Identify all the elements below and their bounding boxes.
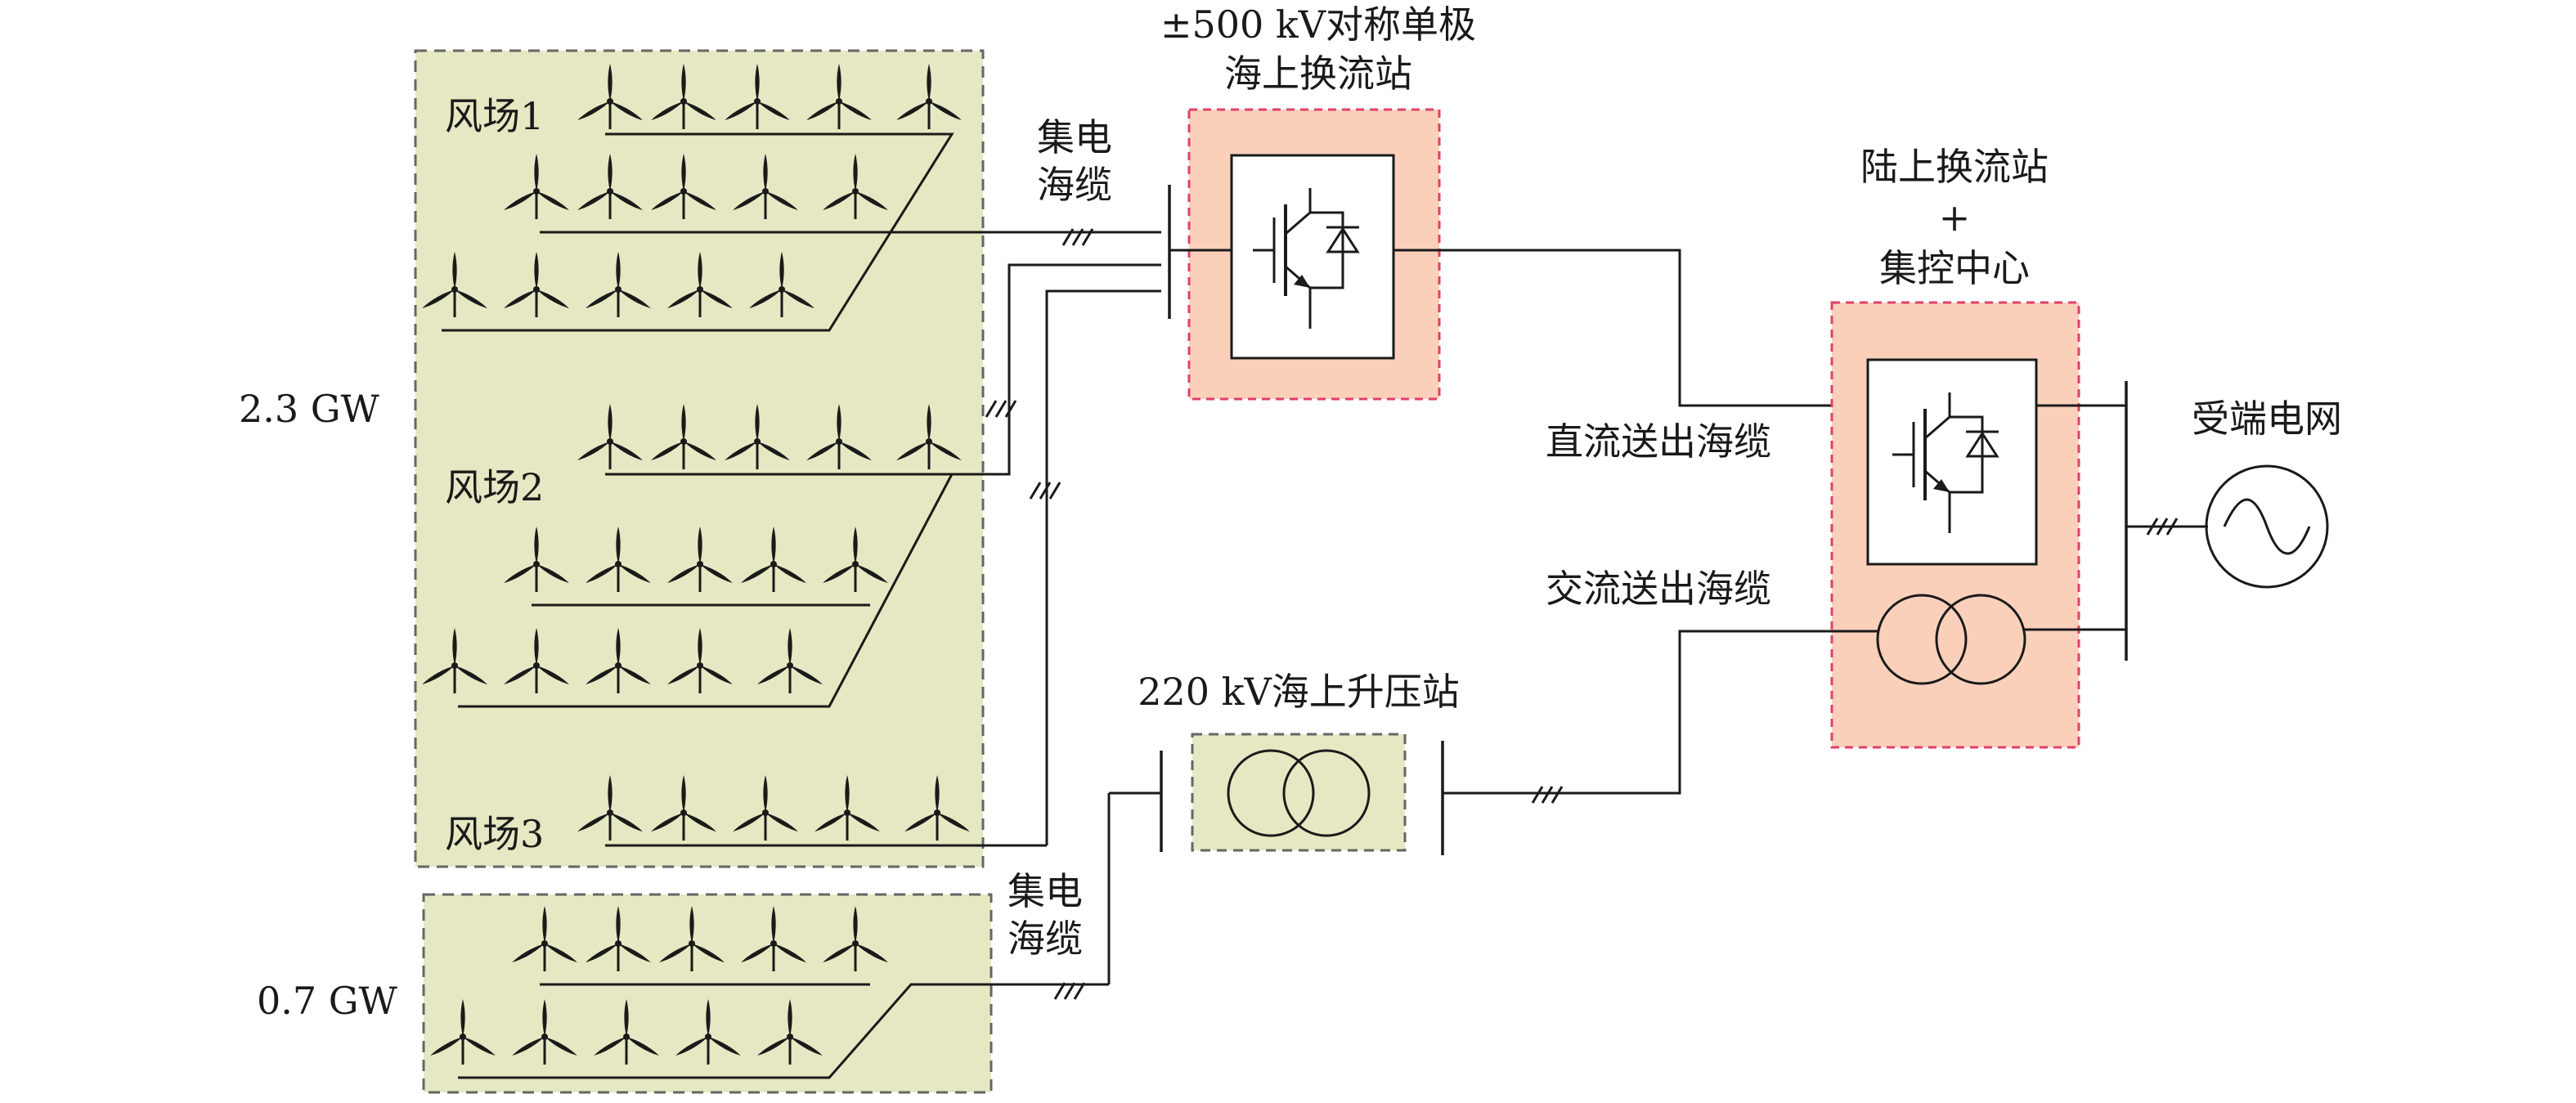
- onshore-transformer-icon: [1876, 594, 2126, 685]
- dc-export-label: 直流送出海缆: [1546, 419, 1771, 464]
- wind-zone-2-3gw: [414, 49, 985, 868]
- offshore-booster-station: [1191, 733, 1407, 852]
- offshore-converter-title-1: ±500 kV对称单极: [1160, 2, 1476, 47]
- booster-transformer-icon: [1227, 749, 1371, 837]
- onshore-converter-title-2: +: [1939, 195, 1971, 240]
- receiving-grid-label: 受端电网: [2192, 397, 2342, 441]
- onshore-converter-title-1: 陆上换流站: [1860, 145, 2049, 189]
- collector-top-label-1: 集电: [1037, 115, 1112, 159]
- farm3-label: 风场3: [445, 812, 544, 856]
- collector-top-label-2: 海缆: [1037, 163, 1112, 207]
- dc-export-cable: [1393, 249, 1868, 407]
- offshore-converter-title-2: 海上换流站: [1224, 52, 1412, 96]
- offshore-converter-box: [1230, 154, 1395, 360]
- offshore-booster-title: 220 kV海上升压站: [1138, 670, 1460, 714]
- onshore-converter-title-3: 集控中心: [1879, 246, 2030, 290]
- farm1-label: 风场1: [445, 94, 544, 138]
- ac-source-icon: [2205, 464, 2329, 589]
- wind-farm-3: [575, 773, 1047, 847]
- collector-cables-top: [886, 227, 1161, 845]
- ac-export-cable: [1443, 630, 1878, 795]
- capacity-0-7gw: 0.7 GW: [257, 979, 398, 1023]
- capacity-2-3gw: 2.3 GW: [239, 387, 380, 431]
- wind-group-0-7gw: [428, 904, 1109, 1079]
- collector-bottom-label-2: 海缆: [1008, 917, 1083, 961]
- collector-bottom-label-1: 集电: [1008, 869, 1083, 913]
- wind-farm-2: [420, 402, 964, 708]
- onshore-converter-box: [1866, 358, 2038, 566]
- ac-export-label: 交流送出海缆: [1546, 567, 1771, 611]
- farm2-label: 风场2: [445, 465, 544, 509]
